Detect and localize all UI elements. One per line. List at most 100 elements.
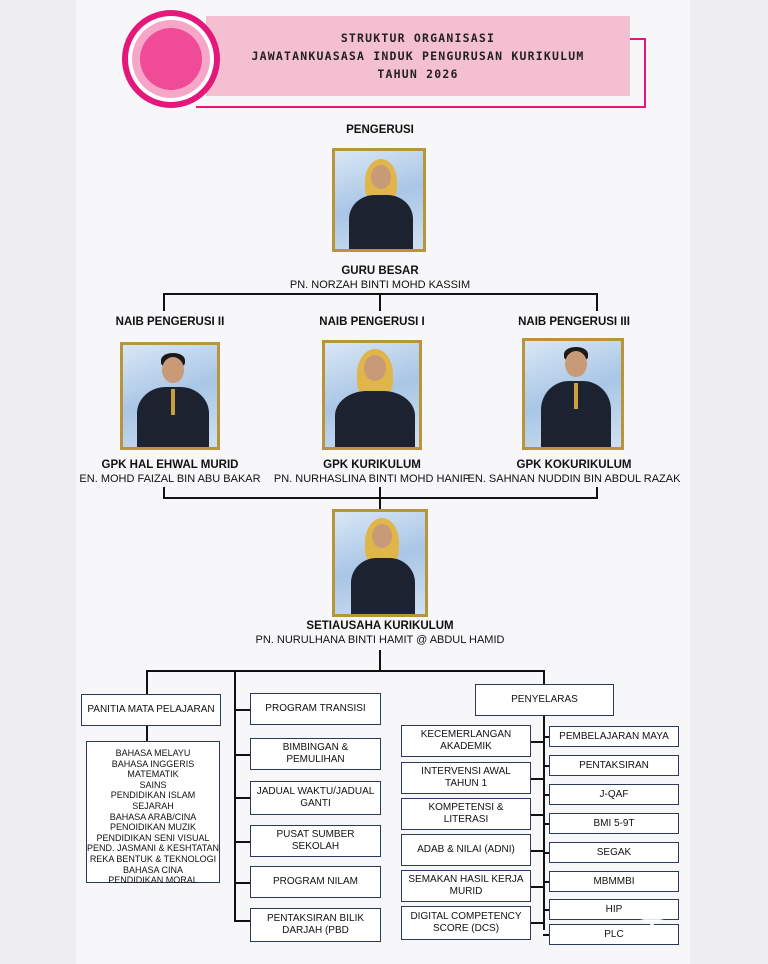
- chairman-photo: [332, 148, 426, 252]
- subject-item: BAHASA INGGERIS: [111, 758, 195, 769]
- connector-line: [543, 823, 549, 825]
- header-banner: STRUKTUR ORGANISASI JAWATANKUASASA INDUK…: [206, 16, 630, 96]
- header-title-line3: TAHUN 2026: [377, 67, 459, 81]
- header-title-line2: JAWATANKUASASA INDUK PENGURUSAN KURIKULU…: [251, 49, 585, 63]
- coordinator-box: PENTAKSIRAN: [549, 755, 679, 776]
- sparkle-watermark-icon: [640, 908, 664, 932]
- secretary-role: SETIAUSAHA KURIKULUM: [306, 620, 454, 632]
- vice-chair-3-label: NAIB PENGERUSI III: [518, 316, 630, 328]
- program-label: PROGRAM NILAM: [272, 876, 358, 887]
- connector-line: [234, 797, 250, 799]
- program-box: PROGRAM TRANSISI: [250, 693, 381, 725]
- secretary-photo: [332, 509, 428, 617]
- coordinator-box: PLC: [549, 924, 679, 945]
- chairman-label: PENGERUSI: [346, 124, 414, 136]
- chairman-name: PN. NORZAH BINTI MOHD KASSIM: [289, 279, 471, 291]
- coordinator-label: DIGITAL COMPETENCY SCORE (DCS): [410, 911, 522, 934]
- connector-line: [146, 670, 544, 672]
- program-label: JADUAL WAKTU/JADUAL GANTI: [256, 786, 375, 809]
- subject-item: MATEMATIK: [127, 769, 179, 780]
- coordinator-box: PEMBELAJARAN MAYA: [549, 726, 679, 747]
- coordinator-label: SEMAKAN HASIL KERJA MURID: [408, 874, 524, 897]
- connector-line: [531, 778, 543, 780]
- connector-line: [596, 293, 598, 311]
- vice-chair-2-label: NAIB PENGERUSI II: [115, 316, 225, 328]
- subject-item: SEJARAH: [132, 800, 174, 811]
- program-label: PROGRAM TRANSISI: [265, 703, 366, 714]
- coordinator-box: SEMAKAN HASIL KERJA MURID: [401, 870, 531, 902]
- program-box: PENTAKSIRAN BILIK DARJAH (PBD: [250, 908, 381, 942]
- subject-item: PENDIDIKAN SENI VISUAL: [96, 832, 210, 843]
- coordinator-box: DIGITAL COMPETENCY SCORE (DCS): [401, 906, 531, 940]
- connector-line: [596, 487, 598, 499]
- connector-line: [543, 934, 549, 936]
- connector-line: [543, 765, 549, 767]
- subject-item: PENDIDIKAN ISLAM: [110, 790, 196, 801]
- subject-item: PEND. JASMANI & KESHTATAN: [87, 843, 220, 854]
- coordinator-box: HIP: [549, 899, 679, 920]
- penyelaras-title-box: PENYELARAS: [475, 684, 614, 716]
- program-box: PROGRAM NILAM: [250, 866, 381, 898]
- subject-item: BAHASA MELAYU: [115, 748, 191, 758]
- coordinator-label: ADAB & NILAI (ADNI): [417, 844, 515, 855]
- connector-line: [234, 709, 250, 711]
- coordinator-box: SEGAK: [549, 842, 679, 863]
- connector-line: [543, 794, 549, 796]
- connector-line: [543, 670, 545, 684]
- coordinator-label: PLC: [604, 928, 624, 940]
- connector-line: [531, 814, 543, 816]
- connector-line: [234, 754, 250, 756]
- connector-line: [146, 670, 148, 694]
- connector-line: [163, 293, 165, 311]
- program-box: PUSAT SUMBER SEKOLAH: [250, 825, 381, 857]
- vice-chair-3-role: GPK KOKURIKULUM: [516, 459, 632, 471]
- coordinator-box: KECEMERLANGAN AKADEMIK: [401, 725, 531, 757]
- connector-line: [234, 841, 250, 843]
- coordinator-label: INTERVENSI AWAL TAHUN 1: [421, 766, 511, 789]
- coordinator-box: BMI 5-9T: [549, 813, 679, 834]
- panitia-title-box: PANITIA MATA PELAJARAN: [81, 694, 221, 726]
- vice-chair-3-name: EN. SAHNAN NUDDIN BIN ABDUL RAZAK: [467, 473, 681, 485]
- coordinator-box: MBMMBI: [549, 871, 679, 892]
- coordinator-label: PEMBELAJARAN MAYA: [559, 730, 669, 742]
- vice-chair-1-name: PN. NURHASLINA BINTI MOHD HANIP: [273, 473, 471, 485]
- coordinator-box: J-QAF: [549, 784, 679, 805]
- subject-item: BAHASA ARAB/CINA: [109, 811, 197, 822]
- connector-line: [234, 670, 236, 920]
- vice-chair-2-photo: [120, 342, 220, 450]
- secretary-name: PN. NURULHANA BINTI HAMIT @ ABDUL HAMID: [255, 634, 505, 646]
- connector-line: [531, 741, 543, 743]
- coordinator-box: INTERVENSI AWAL TAHUN 1: [401, 762, 531, 794]
- panitia-title: PANITIA MATA PELAJARAN: [87, 704, 215, 715]
- program-box: BIMBINGAN & PEMULIHAN: [250, 738, 381, 770]
- connector-line: [543, 909, 549, 911]
- connector-line: [531, 922, 543, 924]
- connector-line: [531, 850, 543, 852]
- connector-line: [531, 886, 543, 888]
- chairman-role: GURU BESAR: [341, 265, 419, 277]
- vice-chair-1-photo: [322, 340, 422, 450]
- penyelaras-title: PENYELARAS: [511, 694, 578, 705]
- coordinator-label: KOMPETENSI & LITERASI: [428, 802, 504, 825]
- subject-item: SAINS: [139, 779, 167, 790]
- subject-list: BAHASA MELAYU BAHASA INGGERIS MATEMATIK …: [86, 741, 220, 885]
- coordinator-box: ADAB & NILAI (ADNI): [401, 834, 531, 866]
- connector-line: [543, 881, 549, 883]
- subject-item: PENOIDIKAN MUZIK: [109, 822, 196, 833]
- connector-line: [234, 920, 250, 922]
- subject-item: BAHASA CINA: [122, 864, 184, 875]
- vice-chair-2-role: GPK HAL EHWAL MURID: [101, 459, 239, 471]
- coordinator-label: SEGAK: [596, 846, 632, 858]
- program-label: PENTAKSIRAN BILIK DARJAH (PBD: [266, 913, 365, 936]
- coordinator-label: J-QAF: [599, 788, 629, 800]
- vice-chair-1-label: NAIB PENGERUSI I: [319, 316, 425, 328]
- connector-line: [163, 487, 165, 499]
- coordinator-label: MBMMBI: [593, 875, 635, 887]
- connector-line: [543, 852, 549, 854]
- subject-item: REKA BENTUK & TEKNOLOGI: [89, 853, 217, 864]
- vice-chair-3-photo: [522, 338, 624, 450]
- vice-chair-1-role: GPK KURIKULUM: [323, 459, 421, 471]
- program-box: JADUAL WAKTU/JADUAL GANTI: [250, 781, 381, 815]
- coordinator-label: BMI 5-9T: [593, 817, 635, 829]
- program-label: PUSAT SUMBER SEKOLAH: [276, 829, 355, 852]
